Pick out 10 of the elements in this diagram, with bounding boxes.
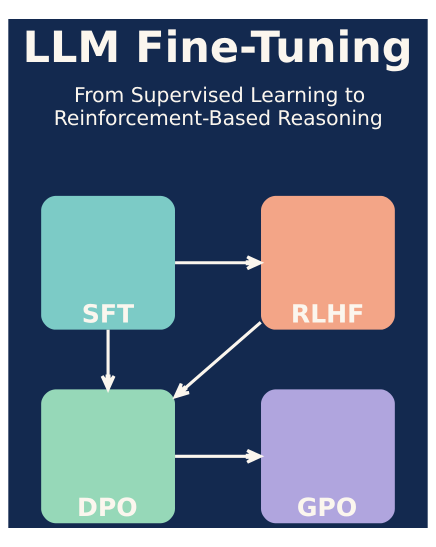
label: From Supervised Learning to Reinforcement-Based Reasoning [54, 83, 383, 130]
node-box: RLHF [261, 196, 395, 330]
node-box: SFT [41, 196, 175, 330]
arrow [175, 255, 262, 270]
arrow [175, 448, 262, 464]
arrow [174, 321, 262, 398]
node-box: DPO [41, 389, 175, 524]
node-box: GPO [261, 389, 395, 524]
diagram-title: LLM Fine-Tuning [22, 22, 413, 73]
arrow [100, 330, 116, 391]
